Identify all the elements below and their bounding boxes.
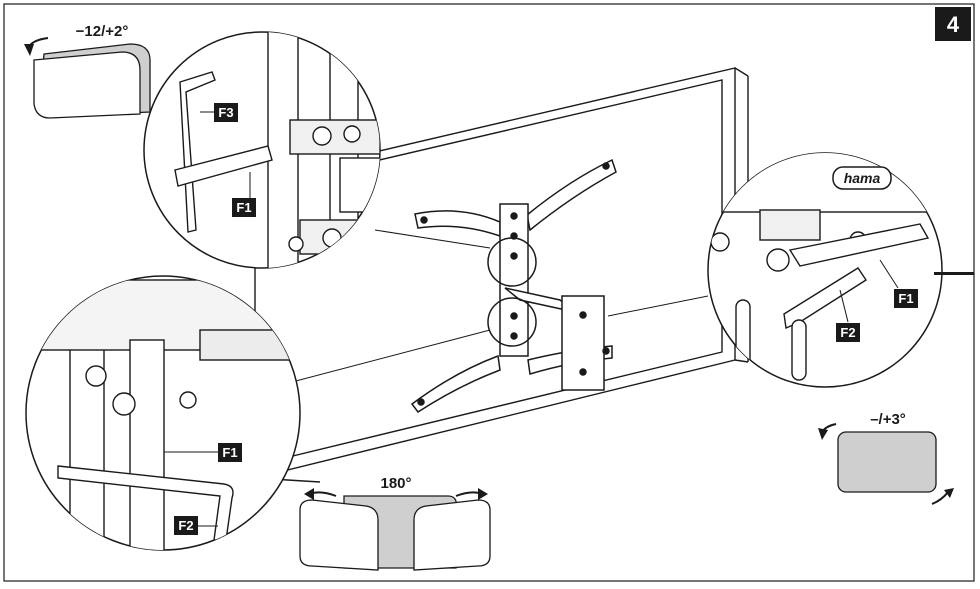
edge-marker xyxy=(934,272,974,275)
level-indicator: –/+3° xyxy=(818,411,954,505)
label-f3: F3 xyxy=(218,105,233,120)
hex-key-f3 xyxy=(179,71,216,233)
hama-logo: hama xyxy=(832,166,892,190)
label-f1-right-badge: F1 xyxy=(879,259,918,308)
wall-bracket xyxy=(410,158,617,414)
level-screen xyxy=(837,431,937,493)
label-f1-top: F1 xyxy=(236,200,251,215)
swivel-angle-label: 180° xyxy=(380,475,411,492)
bracket-arm-upper-right xyxy=(526,158,617,232)
label-f3-badge: F3 xyxy=(200,103,238,122)
level-angle-label: –/+3° xyxy=(870,411,906,428)
hex-key-f1-vertical xyxy=(129,339,165,550)
hama-logo-text: hama xyxy=(844,170,881,186)
label-f2-right-badge: F2 xyxy=(836,289,860,342)
hex-key-f1-top xyxy=(174,145,273,187)
step-badge: 4 xyxy=(935,7,971,41)
detail-circle-right: hama xyxy=(707,152,943,388)
detail-callout-lines xyxy=(291,229,709,383)
swivel-screen-right xyxy=(413,499,491,571)
bracket-arm-lower-left xyxy=(410,354,501,414)
label-f1-left-badge: F1 xyxy=(164,443,242,462)
swivel-indicator: 180° xyxy=(299,475,491,571)
hex-key-f2 xyxy=(57,465,234,541)
tilted-screen-front xyxy=(33,51,141,119)
label-f2-left-badge: F2 xyxy=(174,516,218,535)
label-f1-top-badge: F1 xyxy=(232,172,256,217)
tilt-indicator: −12/+2° xyxy=(24,23,151,119)
hex-key-f1-right xyxy=(788,223,930,267)
hex-key-f2-right xyxy=(783,267,867,330)
rotate-right-arrow-icon xyxy=(931,488,954,505)
rotate-left-arrow-icon xyxy=(304,488,337,500)
step-number: 4 xyxy=(947,12,960,37)
rotate-left-arrow-icon xyxy=(24,37,49,56)
label-f1-left: F1 xyxy=(222,445,237,460)
label-f1-right: F1 xyxy=(898,291,913,306)
label-f2-right: F2 xyxy=(840,325,855,340)
tilt-angle-label: −12/+2° xyxy=(76,23,129,40)
swivel-screen-left xyxy=(299,499,379,571)
rotate-right-arrow-icon xyxy=(455,488,488,500)
wall-plate xyxy=(561,295,605,391)
page-frame xyxy=(3,3,975,582)
label-f2-left: F2 xyxy=(178,518,193,533)
rotate-left-arrow-icon xyxy=(818,423,837,440)
vertical-plate xyxy=(499,203,529,357)
